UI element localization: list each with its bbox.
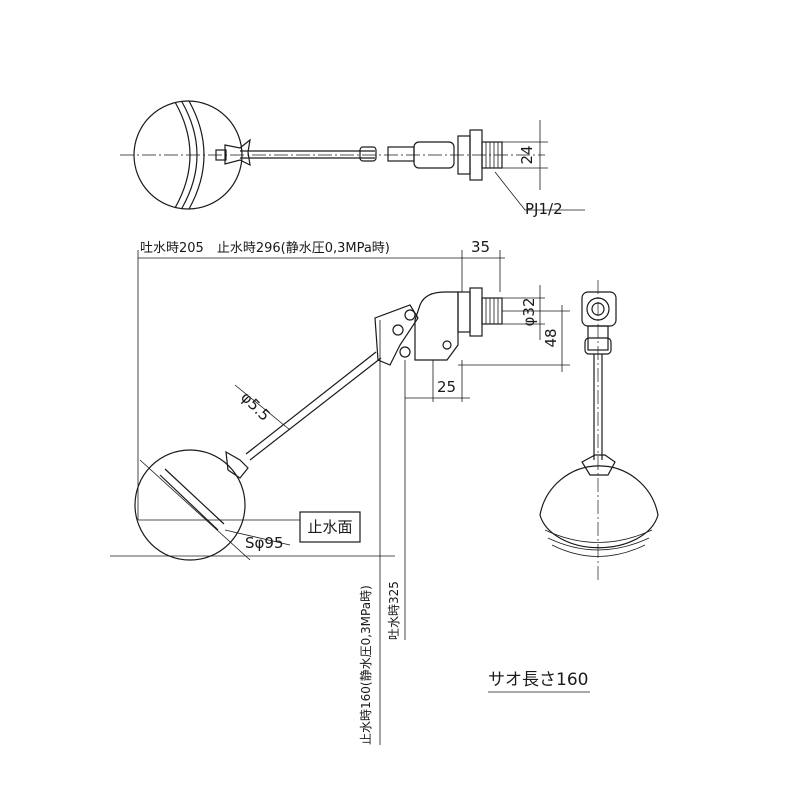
side-thread: [481, 297, 503, 325]
side-view: 吐水時205 止水時296(静水圧0,3MPa時) 35 φ32 48: [110, 238, 570, 745]
dim-25-label: 25: [437, 378, 456, 396]
dim-24-label: 24: [518, 145, 536, 164]
rod-length-label: サオ長さ160: [488, 670, 588, 690]
top-lever-joint: [359, 146, 377, 162]
front-star-nut: [581, 454, 616, 476]
pj-leader: [494, 171, 585, 211]
dim-325-label: 吐水時325: [387, 581, 401, 640]
dim-35-label: 35: [471, 238, 490, 256]
dim-phi55-label: φ5.5: [237, 388, 274, 425]
pj-label: PJ1/2: [525, 200, 563, 218]
elbow-body: [414, 291, 459, 361]
side-nut: [457, 291, 471, 333]
water-stop-label: 止水面: [307, 518, 352, 536]
dim-phi32-label: φ32: [520, 298, 538, 327]
top-thread: [481, 141, 503, 169]
dim-48-label: 48: [542, 328, 560, 347]
top-view: 24 PJ1/2: [120, 100, 585, 218]
front-ball: [539, 465, 659, 549]
front-view: [539, 280, 659, 580]
dim-top-label: 吐水時205 止水時296(静水圧0,3MPa時): [140, 241, 390, 256]
side-star-nut: [225, 450, 249, 479]
top-star-nut: [224, 138, 251, 167]
front-joint: [584, 337, 612, 355]
side-ball: [134, 449, 246, 561]
top-valve-body: [413, 141, 455, 169]
dim-160-label: 止水時160(静水圧0,3MPa時): [359, 585, 373, 745]
sphere-label: Sφ95: [245, 534, 284, 552]
water-stop-box: [299, 511, 361, 543]
side-rod: [245, 351, 377, 455]
